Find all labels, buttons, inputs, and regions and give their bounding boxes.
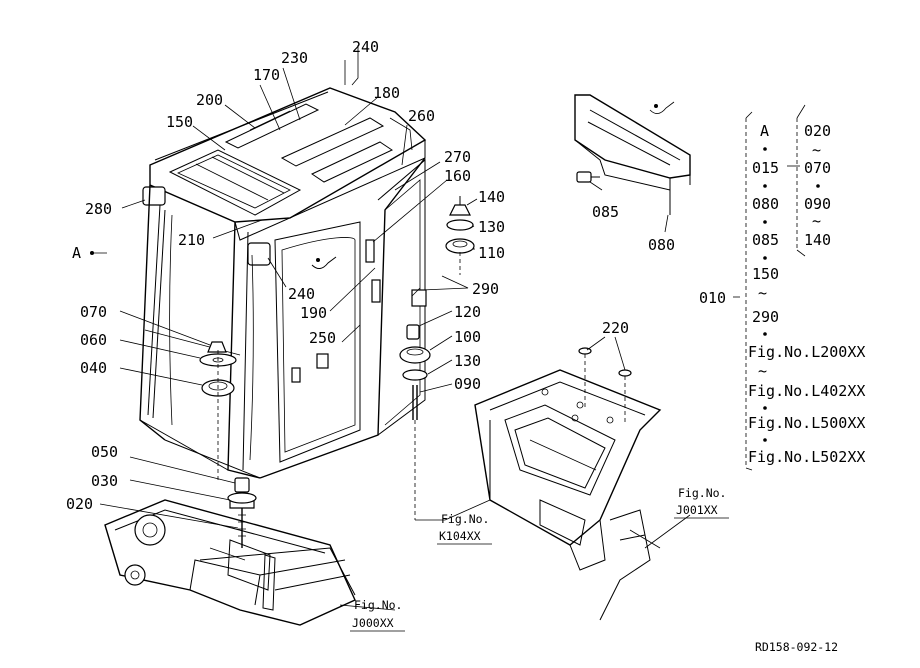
callout-060[interactable]: 060 — [80, 331, 107, 349]
callout-030[interactable]: 030 — [91, 472, 118, 490]
callout-a[interactable]: A — [72, 244, 81, 262]
svg-text:~: ~ — [758, 284, 767, 302]
callout-labels: 240 230 170 180 200 150 260 270 160 280 … — [66, 38, 726, 513]
figref-j000-line1[interactable]: Fig.No. — [354, 598, 402, 612]
base-frame[interactable] — [104, 499, 356, 626]
callout-270[interactable]: 270 — [444, 148, 471, 166]
callout-070[interactable]: 070 — [80, 303, 107, 321]
index-020[interactable]: 020 — [804, 122, 831, 140]
callout-240-mid[interactable]: 240 — [288, 285, 315, 303]
svg-text:~: ~ — [812, 141, 821, 159]
callout-220[interactable]: 220 — [602, 319, 629, 337]
cabin-assembly[interactable] — [139, 87, 427, 479]
index-015[interactable]: 015 — [752, 159, 779, 177]
callout-200[interactable]: 200 — [196, 91, 223, 109]
callout-240-top[interactable]: 240 — [352, 38, 379, 56]
index-fig-l200[interactable]: Fig.No.L200XX — [748, 343, 865, 361]
callout-010[interactable]: 010 — [699, 289, 726, 307]
callout-170[interactable]: 170 — [253, 66, 280, 84]
figref-j000-line2[interactable]: J000XX — [352, 616, 394, 630]
callout-140[interactable]: 140 — [478, 188, 505, 206]
callout-130-top[interactable]: 130 — [478, 218, 505, 236]
index-a[interactable]: A — [760, 122, 769, 140]
index-090[interactable]: 090 — [804, 195, 831, 213]
callout-150[interactable]: 150 — [166, 113, 193, 131]
left-mount-parts[interactable] — [199, 341, 257, 548]
callout-020[interactable]: 020 — [66, 495, 93, 513]
figref-k104-line2[interactable]: K104XX — [439, 529, 481, 543]
figure-refs: Fig.No. K104XX Fig.No. J001XX Fig.No. J0… — [350, 486, 729, 632]
callout-085[interactable]: 085 — [592, 203, 619, 221]
callout-190[interactable]: 190 — [300, 304, 327, 322]
callout-160[interactable]: 160 — [444, 167, 471, 185]
index-fig-l402[interactable]: Fig.No.L402XX — [748, 382, 865, 400]
callout-120[interactable]: 120 — [454, 303, 481, 321]
cabin-support-frame[interactable] — [474, 347, 662, 621]
figref-j001-line2[interactable]: J001XX — [676, 503, 718, 517]
callout-080[interactable]: 080 — [648, 236, 675, 254]
callout-130-bot[interactable]: 130 — [454, 352, 481, 370]
index-085[interactable]: 085 — [752, 231, 779, 249]
index-fig-l502[interactable]: Fig.No.L502XX — [748, 448, 865, 466]
right-mount-parts[interactable] — [399, 196, 475, 521]
callout-180[interactable]: 180 — [373, 84, 400, 102]
rear-panel-080[interactable] — [574, 94, 691, 215]
callout-260[interactable]: 260 — [408, 107, 435, 125]
index-070[interactable]: 070 — [804, 159, 831, 177]
callout-110[interactable]: 110 — [478, 244, 505, 262]
leader-lines — [90, 45, 691, 611]
figref-k104-line1[interactable]: Fig.No. — [441, 512, 489, 526]
callout-250[interactable]: 250 — [309, 329, 336, 347]
figref-j001-line1[interactable]: Fig.No. — [678, 486, 726, 500]
index-fig-l500[interactable]: Fig.No.L500XX — [748, 414, 865, 432]
callout-280[interactable]: 280 — [85, 200, 112, 218]
drawing-code: RD158-092-12 — [755, 640, 838, 654]
callout-040[interactable]: 040 — [80, 359, 107, 377]
callout-090[interactable]: 090 — [454, 375, 481, 393]
index-140[interactable]: 140 — [804, 231, 831, 249]
index-080[interactable]: 080 — [752, 195, 779, 213]
callout-050[interactable]: 050 — [91, 443, 118, 461]
svg-text:~: ~ — [812, 212, 821, 230]
callout-290[interactable]: 290 — [472, 280, 499, 298]
callout-230[interactable]: 230 — [281, 49, 308, 67]
svg-text:~: ~ — [758, 362, 767, 380]
index-list: A 015 080 085 150 ~ 290 Fig.No.L200XX ~ … — [733, 104, 865, 471]
callout-100[interactable]: 100 — [454, 328, 481, 346]
index-150[interactable]: 150 — [752, 265, 779, 283]
index-290[interactable]: 290 — [752, 308, 779, 326]
callout-210[interactable]: 210 — [178, 231, 205, 249]
